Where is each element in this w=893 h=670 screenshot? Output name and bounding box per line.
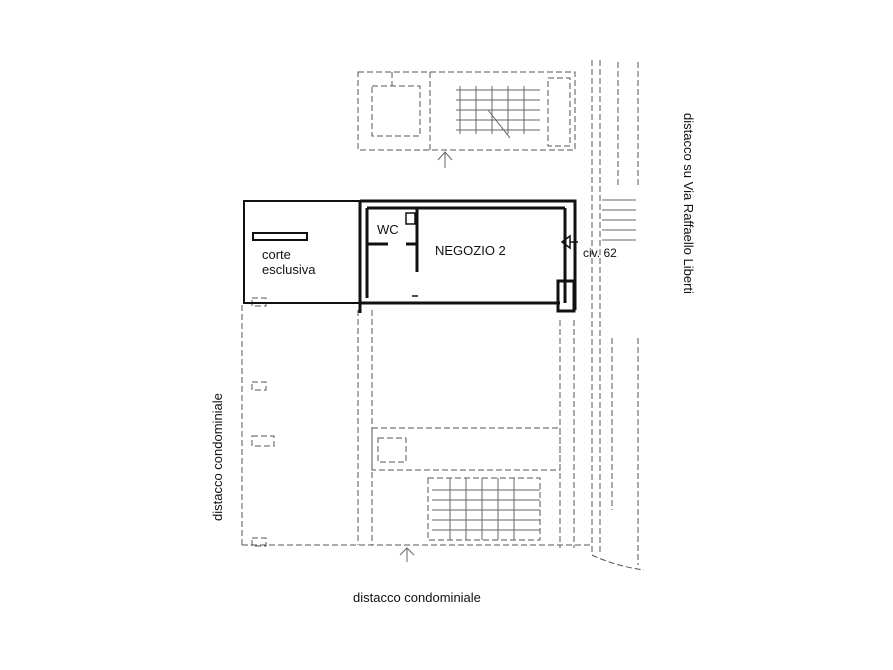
room-label-negozio: NEGOZIO 2 — [435, 243, 506, 258]
corte-bar — [252, 232, 308, 241]
entry-arrow-bottom — [399, 547, 415, 562]
shop-outer-wall — [358, 199, 577, 313]
left-boundary-label: distacco condominiale — [210, 393, 225, 521]
corte-line-1: corte — [262, 247, 291, 262]
street-curve — [591, 554, 645, 571]
shop-inner-wall — [365, 206, 567, 303]
stair-top — [456, 86, 540, 134]
entry-arrow-shop — [560, 234, 578, 250]
lower-unit-outline — [371, 427, 561, 471]
street-number-label: civ. 62 — [583, 246, 617, 260]
upper-unit-outline — [357, 71, 576, 151]
corte-line-2: esclusiva — [262, 262, 316, 277]
upper-unit-wall — [391, 72, 431, 150]
lower-stair-box — [427, 477, 541, 541]
marker-3 — [251, 435, 275, 447]
wc-fixture — [405, 212, 416, 225]
room-label-wc: WC — [377, 222, 399, 237]
upper-unit-inner — [371, 85, 421, 137]
marker-4 — [251, 537, 267, 547]
lower-unit-inner — [377, 437, 407, 463]
upper-right-box — [547, 77, 571, 147]
entry-arrow-top — [437, 151, 453, 168]
room-label-corte: corte esclusiva — [262, 247, 315, 277]
right-boundary-label: distacco su Via Raffaello Liberti — [681, 113, 696, 294]
stair-bottom — [432, 478, 540, 540]
stair-top-diag — [487, 109, 511, 139]
bottom-boundary-label: distacco condominiale — [353, 590, 481, 605]
stair-right — [602, 199, 636, 241]
column — [556, 279, 576, 313]
marker-2 — [251, 381, 267, 391]
